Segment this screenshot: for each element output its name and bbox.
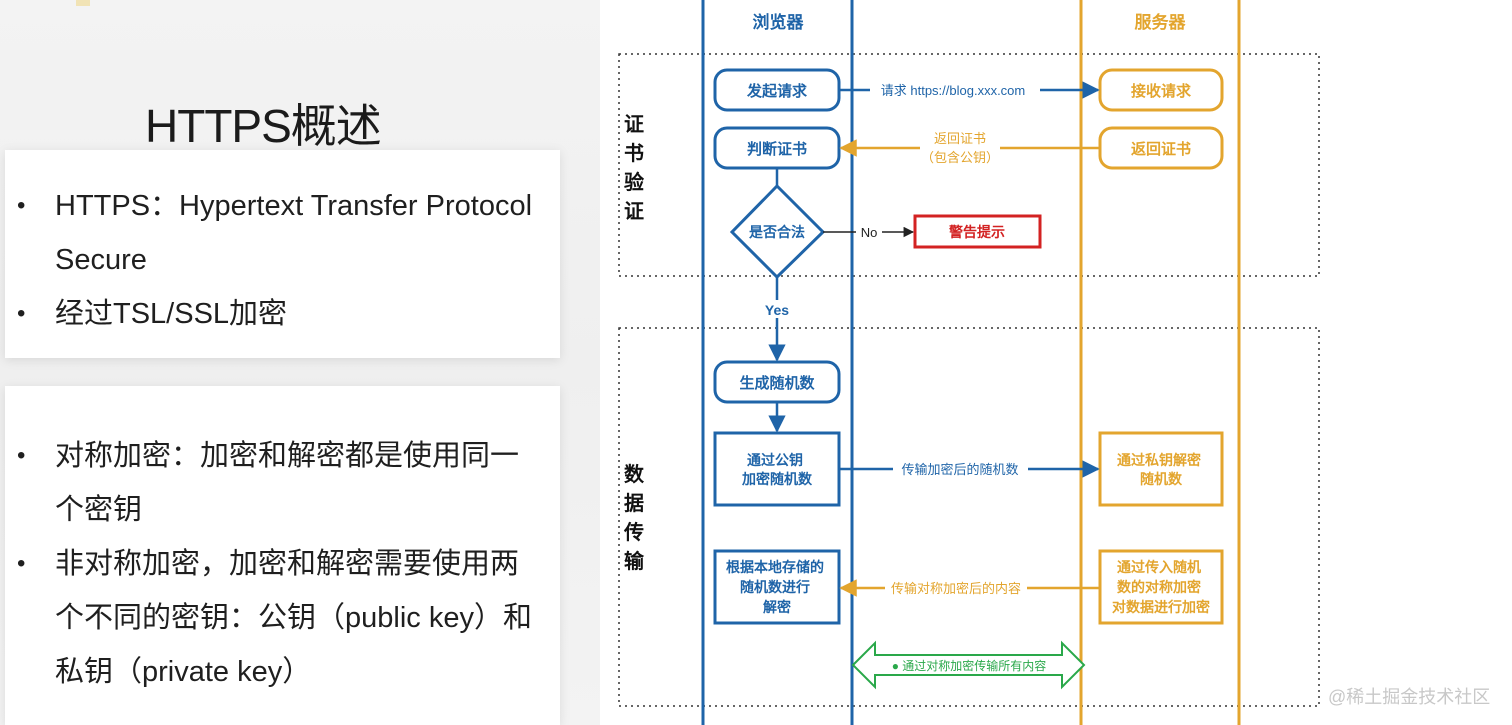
bullet-item: •HTTPS：Hypertext Transfer Protocol Secur… <box>17 190 533 276</box>
transfer-random-label: 传输加密后的随机数 <box>901 462 1018 477</box>
warning-label: 警告提示 <box>949 224 1005 240</box>
section-char: 据 <box>624 491 644 515</box>
encrypt-random-line-1: 通过公钥 <box>747 452 803 468</box>
section-char: 输 <box>624 549 645 573</box>
no-label: No <box>861 225 878 240</box>
no-label-bg <box>856 224 882 240</box>
gen-random-label: 生成随机数 <box>739 374 815 392</box>
bullet-item: •对称加密：加密和解密都是使用同一个密钥 <box>17 440 520 526</box>
data-section-box <box>618 327 1320 707</box>
decrypt-local-line-1: 根据本地存储的 <box>726 559 824 575</box>
https-flow-diagram: 浏览器 服务器 证 书 验 证 数 据 传 输 发起请求 判断证书 是否合法 生… <box>618 0 1320 725</box>
decrypt-private-line-2: 随机数 <box>1140 471 1183 487</box>
definition-card: •HTTPS：Hypertext Transfer Protocol Secur… <box>5 150 560 358</box>
encrypt-sym-line-2: 数的对称加密 <box>1117 579 1201 595</box>
yes-label: Yes <box>765 302 789 318</box>
encrypt-random-node <box>713 431 841 507</box>
return-cert-edge-sub: （包含公钥） <box>921 150 999 165</box>
all-content-label: ● 通过对称加密传输所有内容 <box>892 658 1047 673</box>
return-cert-label-bg <box>920 128 1000 168</box>
data-section-label: 数 据 传 输 <box>623 462 645 573</box>
bullet-item: •经过TSL/SSL加密 <box>17 298 288 330</box>
request-label-bg <box>870 80 1040 100</box>
section-char: 证 <box>624 113 644 136</box>
encrypt-random-line-2: 加密随机数 <box>741 471 813 487</box>
is-valid-label: 是否合法 <box>749 224 805 240</box>
encrypt-sym-line-3: 对数据进行加密 <box>1112 599 1210 615</box>
request-url-label: 请求 https://blog.xxx.com <box>881 83 1026 98</box>
bullet-text: 对称加密：加密和解密都是使用同一个密钥 <box>55 440 520 526</box>
browser-lane <box>701 0 854 725</box>
receive-request-label: 接收请求 <box>1131 82 1192 100</box>
return-cert-label: 返回证书 <box>1131 140 1191 158</box>
section-char: 数 <box>624 462 645 486</box>
encryption-card: •对称加密：加密和解密都是使用同一个密钥 •非对称加密，加密和解密需要使用两个不… <box>5 386 560 725</box>
transfer-random-label-bg <box>893 460 1028 478</box>
bullet-text: 经过TSL/SSL加密 <box>55 298 288 330</box>
bullet-item: •非对称加密，加密和解密需要使用两个不同的密钥：公钥（public key）和私… <box>17 548 532 688</box>
encrypt-sym-node <box>1098 549 1224 625</box>
section-char: 书 <box>624 142 644 165</box>
encrypt-sym-label: 通过传入随机 数的对称加密 对数据进行加密 <box>1112 559 1210 615</box>
warning-node <box>913 214 1042 249</box>
transfer-content-label-bg <box>885 579 1027 597</box>
section-char: 证 <box>624 200 644 223</box>
receive-request-node <box>1098 68 1224 112</box>
section-char: 传 <box>623 521 644 544</box>
transfer-content-label: 传输对称加密后的内容 <box>891 581 1021 596</box>
bullet-text: HTTPS：Hypertext Transfer Protocol Secure <box>55 190 533 276</box>
decrypt-local-label: 根据本地存储的 随机数进行 解密 <box>726 559 828 615</box>
encrypt-random-label: 通过公钥 加密随机数 <box>741 452 813 487</box>
section-char: 验 <box>624 170 644 194</box>
server-lane-label: 服务器 <box>1135 12 1187 32</box>
browser-lane-label: 浏览器 <box>753 12 805 32</box>
cert-section-box <box>618 53 1320 277</box>
all-content-double-arrow <box>851 640 1086 690</box>
decrypt-private-node <box>1098 431 1224 507</box>
decrypt-private-label: 通过私钥解密 随机数 <box>1117 452 1205 487</box>
slide-title: HTTPS概述 <box>145 100 382 152</box>
cert-section-label: 证 书 验 证 <box>624 113 644 223</box>
corner-mark <box>76 0 90 6</box>
decrypt-local-node <box>713 549 841 625</box>
decrypt-private-line-1: 通过私钥解密 <box>1117 452 1201 468</box>
yes-label-bg <box>760 300 796 318</box>
send-request-label: 发起请求 <box>746 82 808 100</box>
decrypt-local-line-2: 随机数进行 <box>740 579 810 595</box>
judge-cert-label: 判断证书 <box>747 140 807 158</box>
watermark: @稀土掘金技术社区 <box>1328 687 1491 707</box>
all-content-text: 通过对称加密传输所有内容 <box>902 658 1046 673</box>
decrypt-local-line-3: 解密 <box>763 599 791 615</box>
server-lane <box>1079 0 1241 725</box>
return-cert-edge-label: 返回证书 <box>934 131 986 146</box>
bullet-text: 非对称加密，加密和解密需要使用两个不同的密钥：公钥（public key）和私钥… <box>55 548 532 688</box>
encrypt-sym-line-1: 通过传入随机 <box>1117 559 1201 575</box>
